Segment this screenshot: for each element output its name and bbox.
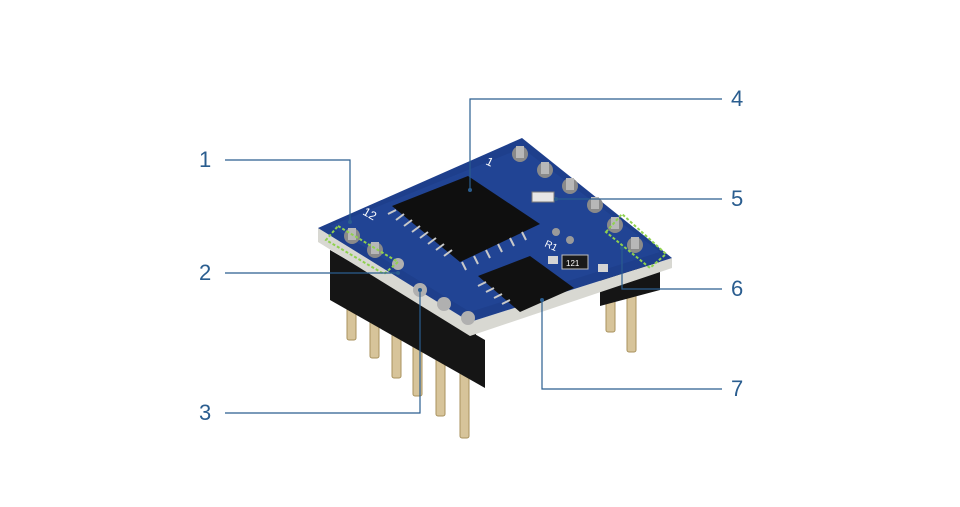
microcontroller-chip (387, 176, 540, 271)
silk-resistor-code: 121 (566, 259, 580, 268)
callout-label-4: 4 (731, 86, 744, 111)
highlight-box-left (324, 224, 400, 276)
pcb-edge (318, 228, 672, 336)
callout-line-1 (225, 159, 351, 222)
callout-line-7 (541, 300, 722, 390)
silk-chip-label: R1 (543, 239, 560, 255)
callout-line-3 (225, 290, 421, 414)
callout-label-6: 6 (731, 276, 744, 301)
callout-label-7: 7 (731, 376, 744, 401)
top-pins-right (512, 146, 643, 253)
silk-pin12: 12 (361, 204, 380, 223)
callout-label-3: 3 (199, 400, 212, 425)
callout-label-5: 5 (731, 186, 744, 211)
callout-lines (225, 98, 722, 414)
flash-chip (477, 256, 574, 312)
callout-dots (348, 188, 624, 302)
callout-line-6 (621, 248, 722, 290)
highlight-box-right (604, 212, 668, 270)
capacitor-component (531, 191, 555, 203)
callout-line-4 (469, 98, 722, 190)
callout-label-1: 1 (199, 147, 212, 172)
resistor-component (561, 254, 589, 270)
callout-label-2: 2 (199, 260, 212, 285)
